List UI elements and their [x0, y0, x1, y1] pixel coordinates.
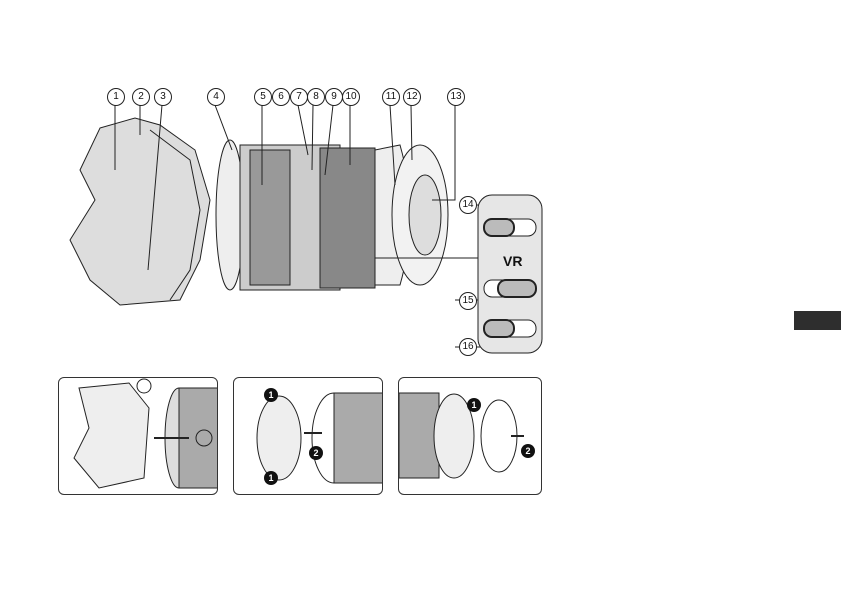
callout-14: 14 — [459, 196, 477, 214]
callout-4: 4 — [207, 88, 225, 106]
callout-2: 2 — [132, 88, 150, 106]
hood-attach-illustration — [73, 378, 217, 489]
callout-11: 11 — [382, 88, 400, 106]
step-1-bottom: 1 — [264, 471, 278, 485]
panel-rear-cap: 1 2 — [398, 377, 542, 495]
step-1-top: 1 — [264, 388, 278, 402]
vr-label: VR — [503, 253, 523, 269]
callout-6: 6 — [272, 88, 290, 106]
lens-hood — [69, 117, 211, 306]
rear-cap-illustration — [399, 392, 524, 479]
callout-1: 1 — [107, 88, 125, 106]
callout-10: 10 — [342, 88, 360, 106]
callout-16: 16 — [459, 338, 477, 356]
callout-13: 13 — [447, 88, 465, 106]
callout-5: 5 — [254, 88, 272, 106]
step-2: 2 — [521, 444, 535, 458]
panel-hood-attach — [58, 377, 218, 495]
callout-3: 3 — [154, 88, 172, 106]
callout-9: 9 — [325, 88, 343, 106]
callout-12: 12 — [403, 88, 421, 106]
section-tab — [794, 311, 841, 330]
panel-front-cap: 1 2 1 — [233, 377, 383, 495]
callout-8: 8 — [307, 88, 325, 106]
callout-7: 7 — [290, 88, 308, 106]
front-cap-illustration — [256, 392, 382, 484]
step-1: 1 — [467, 398, 481, 412]
callout-15: 15 — [459, 292, 477, 310]
step-2: 2 — [309, 446, 323, 460]
